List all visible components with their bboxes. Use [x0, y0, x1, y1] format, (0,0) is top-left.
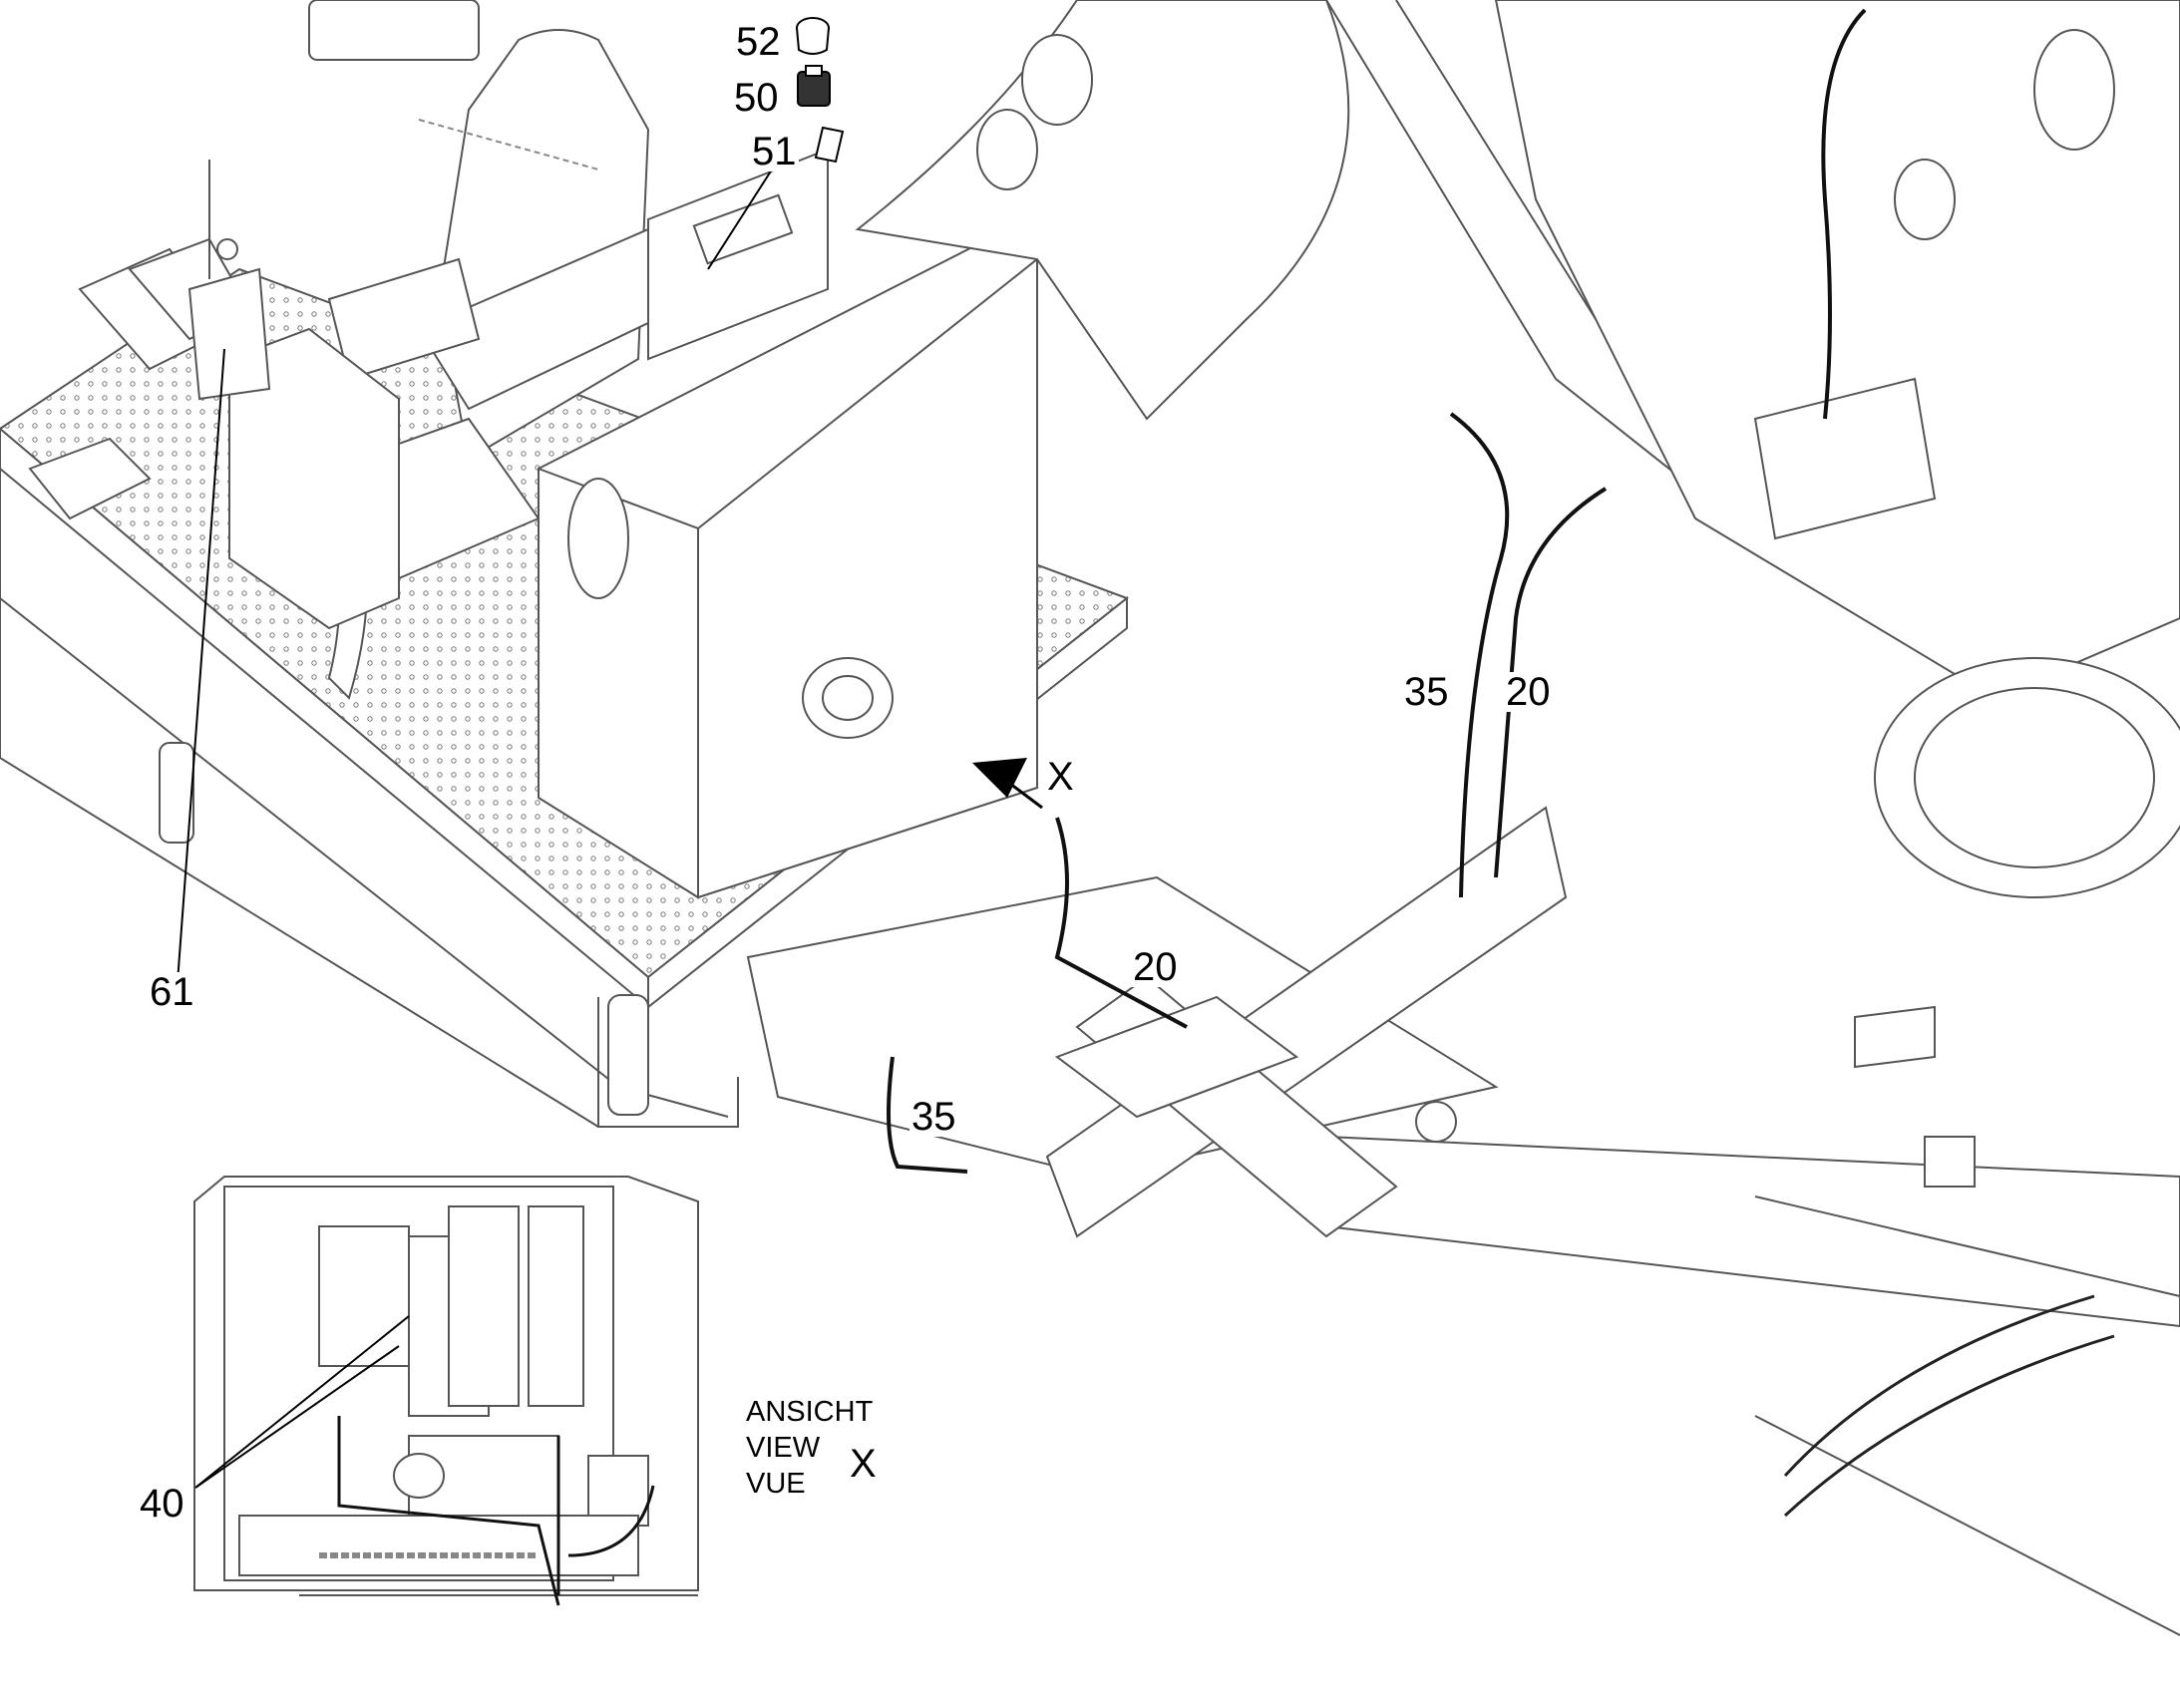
callout-61: 61: [148, 970, 196, 1014]
view-caption: ANSICHT VIEW VUE: [746, 1394, 873, 1502]
view-marker-x: X: [1047, 755, 1074, 799]
leader-61: [177, 348, 225, 983]
view-caption-letter: X: [850, 1442, 877, 1486]
part-icon-51: [814, 126, 845, 164]
cable-right: [1821, 8, 1867, 420]
view-caption-de: ANSICHT: [746, 1396, 874, 1428]
callout-35-top: 35: [1402, 670, 1451, 714]
control-cabinet: [538, 148, 1038, 899]
view-caption-en: VIEW: [746, 1432, 821, 1464]
leader-40a: [194, 1345, 400, 1489]
callout-35-bottom: 35: [909, 1095, 958, 1139]
view-arrow: [972, 758, 1043, 810]
right-frame: [1494, 0, 2180, 1069]
callout-20-top: 20: [1504, 670, 1553, 714]
left-console: [78, 160, 400, 630]
callout-50: 50: [732, 76, 781, 120]
boom-structure: [855, 0, 1896, 569]
cable-20-lower: [1054, 817, 1188, 1029]
part-icon-50: [797, 65, 831, 107]
callout-40: 40: [138, 1482, 186, 1526]
part-icon-52: [796, 17, 830, 55]
cable-35-lower: [887, 1056, 968, 1174]
cable-20: [1494, 487, 1608, 878]
cable-runs: [887, 8, 1867, 1174]
cable-35: [1449, 412, 1510, 898]
view-caption-fr: VUE: [746, 1468, 806, 1500]
operator-seat: [308, 0, 700, 700]
callout-52: 52: [734, 20, 783, 64]
callout-20-mid: 20: [1131, 945, 1180, 989]
leader-40b: [194, 1315, 410, 1489]
detail-view-x: [193, 1176, 699, 1606]
lower-chassis: [746, 806, 2180, 1636]
callout-51: 51: [750, 130, 799, 173]
